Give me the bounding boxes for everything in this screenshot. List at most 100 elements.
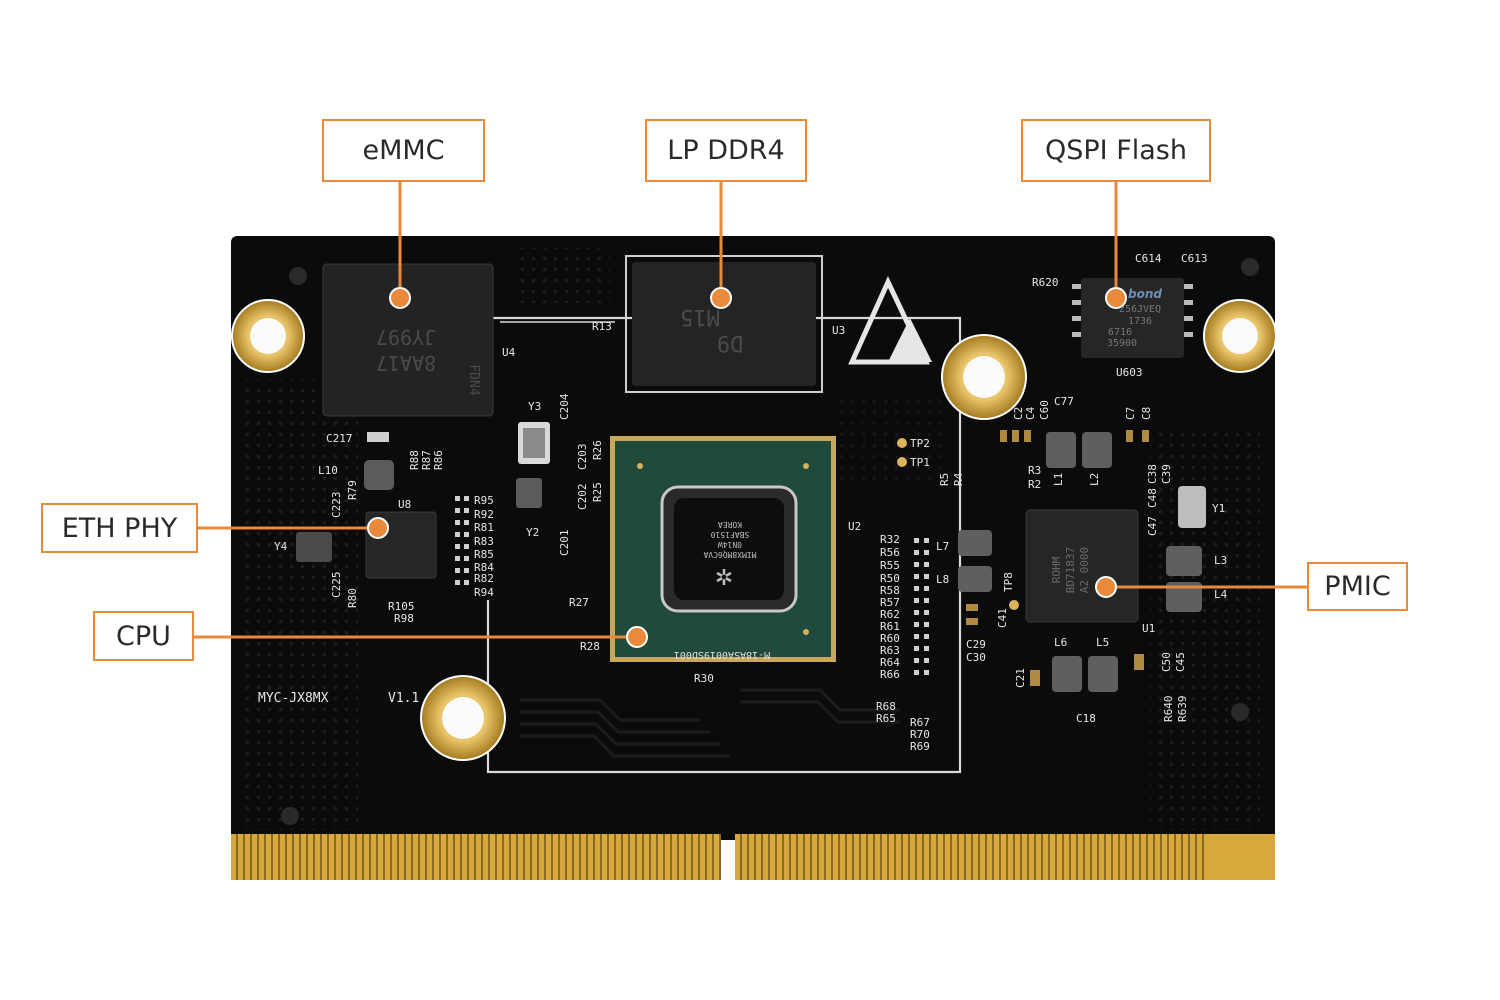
mounting-hole-small	[1241, 258, 1259, 276]
lpddr4-chip: M15 D9	[625, 255, 823, 393]
ref-R620: R620	[1032, 276, 1059, 289]
ref-L3: L3	[1214, 554, 1227, 567]
ref-C614: C614	[1135, 252, 1162, 265]
ref-C613: C613	[1181, 252, 1208, 265]
ref-R87: R87	[420, 450, 433, 470]
ddr-marking-line: M15	[680, 304, 720, 329]
ref-C77: C77	[1054, 395, 1074, 408]
ref-R32: R32	[880, 533, 900, 546]
board-version: V1.1	[388, 691, 419, 706]
ref-TP2: TP2	[910, 437, 930, 450]
ref-R50: R50	[880, 572, 900, 585]
ref-Y2: Y2	[526, 526, 539, 539]
ref-R70: R70	[910, 728, 930, 741]
eth-phy-label: ETH PHY	[41, 503, 198, 553]
qspi-marking-line: bond	[1128, 287, 1162, 301]
ref-C48: C48	[1146, 488, 1159, 508]
emmc-pointer-dot	[389, 287, 411, 309]
ref-C60: C60	[1038, 400, 1051, 420]
ref-R88: R88	[408, 450, 421, 470]
ref-R58: R58	[880, 584, 900, 597]
ref-C50: C50	[1160, 652, 1173, 672]
mounting-hole-small	[281, 807, 299, 825]
pmic-label: PMIC	[1307, 562, 1408, 611]
ref-R81: R81	[474, 521, 494, 534]
qspi-marking-line: 35900	[1107, 338, 1137, 349]
ref-R68: R68	[876, 700, 896, 713]
ref-U1: U1	[1142, 622, 1155, 635]
cpu-marking-line: M-18ASA0019SD001	[674, 649, 770, 660]
gold-edge-connector	[231, 834, 1275, 880]
mounting-hole-small	[289, 267, 307, 285]
ref-C217: C217	[326, 432, 353, 445]
qspi-flash-label: QSPI Flash	[1021, 119, 1211, 182]
ref-L1: L1	[1052, 473, 1065, 486]
ref-R2: R2	[1028, 478, 1041, 491]
ref-R85: R85	[474, 548, 494, 561]
ref-R640: R640	[1162, 696, 1175, 723]
ref-R80: R80	[346, 588, 359, 608]
mounting-hole	[941, 334, 1027, 420]
ref-C38: C38	[1146, 464, 1159, 484]
ref-R82: R82	[474, 572, 494, 585]
mounting-hole	[231, 299, 305, 373]
emmc-marking-line: JY997	[376, 325, 436, 349]
ref-C30: C30	[966, 651, 986, 664]
ref-U4: U4	[502, 346, 516, 359]
ref-R25: R25	[591, 482, 604, 502]
ref-R3: R3	[1028, 464, 1041, 477]
cpu-marking-line: MIMX8MQ6CVA	[703, 550, 756, 559]
ref-U8: U8	[398, 498, 411, 511]
ref-R61: R61	[880, 620, 900, 633]
qspi-marking-line: 6716	[1108, 327, 1132, 338]
eth-pointer-dot	[367, 517, 389, 539]
ref-C223: C223	[330, 492, 343, 519]
ref-C201: C201	[558, 530, 571, 557]
ref-C202: C202	[576, 484, 589, 511]
silkscreen-labels: U4 R13 U3 R620 C614 C613 U603 Y3 C204 C2…	[258, 252, 1228, 753]
callout-leaders	[194, 182, 1307, 639]
ref-R56: R56	[880, 546, 900, 559]
ref-L4: L4	[1214, 588, 1228, 601]
cpu-label: CPU	[93, 611, 194, 661]
pmic-pointer-dot	[1095, 576, 1117, 598]
mounting-hole	[1203, 299, 1277, 373]
ref-R83: R83	[474, 535, 494, 548]
ref-R69: R69	[910, 740, 930, 753]
ref-R639: R639	[1176, 696, 1189, 723]
mounting-hole-small	[1231, 703, 1249, 721]
ref-U603: U603	[1116, 366, 1143, 379]
ref-L6: L6	[1054, 636, 1067, 649]
emmc-marking-line: FDN4	[466, 364, 481, 395]
ref-L8: L8	[936, 573, 949, 586]
ref-R62: R62	[880, 608, 900, 621]
ref-R66: R66	[880, 668, 900, 681]
ref-Y1: Y1	[1212, 502, 1225, 515]
ref-C18: C18	[1076, 712, 1096, 725]
ref-R65: R65	[876, 712, 896, 725]
ref-U3: U3	[832, 324, 845, 337]
ref-R4: R4	[952, 472, 965, 486]
mounting-hole	[420, 675, 506, 761]
ref-R105: R105	[388, 600, 415, 613]
ref-U2: U2	[848, 520, 861, 533]
ref-R57: R57	[880, 596, 900, 609]
esd-warning-icon	[848, 276, 932, 365]
ref-C203: C203	[576, 444, 589, 471]
ref-C41: C41	[996, 608, 1009, 628]
ref-R63: R63	[880, 644, 900, 657]
ref-R98: R98	[394, 612, 414, 625]
ref-R67: R67	[910, 716, 930, 729]
ref-C7: C7	[1124, 407, 1137, 420]
pmic-marking-line: ROHM	[1050, 556, 1063, 583]
ref-C8: C8	[1140, 407, 1153, 420]
ref-L5: L5	[1096, 636, 1109, 649]
pmic-marking-line: BD71837	[1064, 547, 1077, 593]
ref-C225: C225	[330, 572, 343, 599]
pmic-chip: ROHM BD71837 A2 0000	[1025, 509, 1139, 623]
cpu-marking-line: SBAF1510	[711, 530, 750, 539]
ref-C29: C29	[966, 638, 986, 651]
ddr-marking-line: D9	[717, 330, 744, 355]
ref-TP1: TP1	[910, 456, 930, 469]
ref-R92: R92	[474, 508, 494, 521]
